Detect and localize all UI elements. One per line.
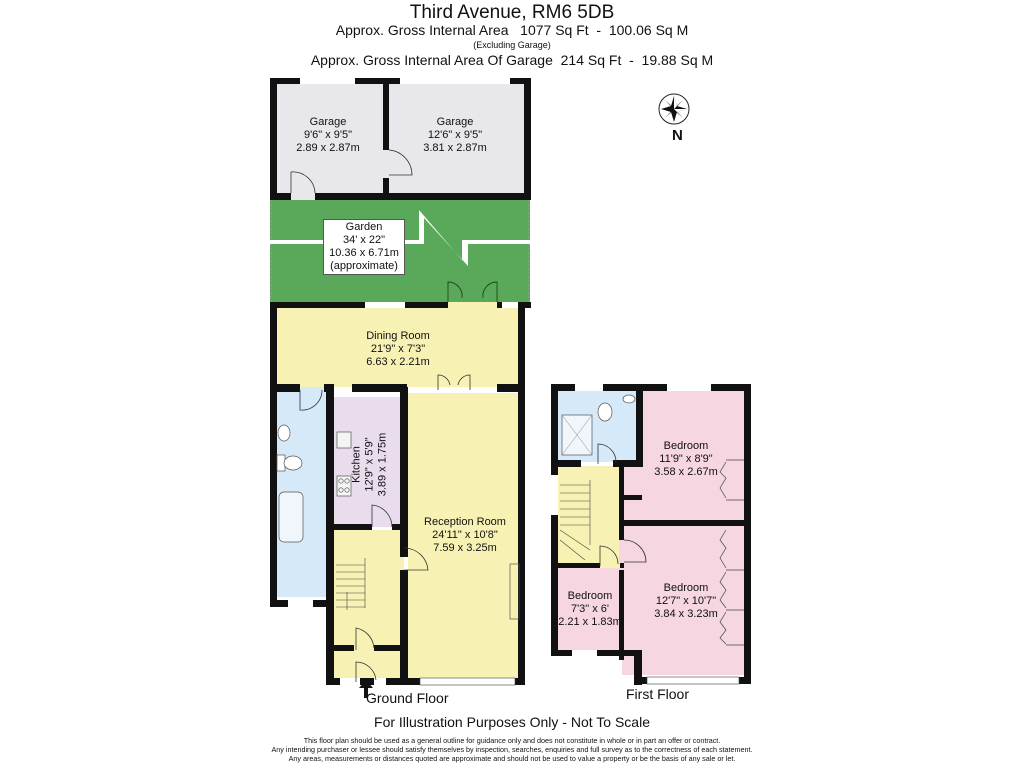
room-metric: 3.89 x 1.75m xyxy=(376,432,389,497)
ground-floor-rooms xyxy=(270,302,531,698)
room-label-bedroom-1: Bedroom 11'9" x 8'9" 3.58 x 2.67m xyxy=(646,440,726,479)
disclaimer-line-2: Any intending purchaser or lessee should… xyxy=(271,745,753,754)
room-metric: 3.84 x 3.23m xyxy=(654,608,718,620)
room-imperial: 21'9" x 7'3" xyxy=(370,343,426,355)
room-imperial: 11'9" x 8'9" xyxy=(659,453,713,465)
room-imperial: 12'9" x 5'9" xyxy=(363,437,376,492)
room-metric: 2.89 x 2.87m xyxy=(296,142,360,154)
entrance-arrow-icon xyxy=(359,680,373,698)
first-floor-rooms xyxy=(551,384,751,685)
room-name: Garage xyxy=(309,116,347,128)
room-label-garage-2: Garage 12'6" x 9'5" 3.81 x 2.87m xyxy=(405,116,505,155)
illustration-notice: For Illustration Purposes Only - Not To … xyxy=(374,714,650,730)
room-name: Dining Room xyxy=(366,330,430,342)
room-name: Bedroom xyxy=(663,440,709,452)
page-title: Third Avenue, RM6 5DB xyxy=(409,2,615,23)
room-name: Kitchen xyxy=(350,446,363,483)
room-imperial: 12'6" x 9'5" xyxy=(427,129,483,141)
room-note: (approximate) xyxy=(330,260,398,272)
room-label-bedroom-3: Bedroom 12'7" x 10'7" 3.84 x 3.23m xyxy=(646,582,726,621)
gross-internal-area: Approx. Gross Internal Area 1077 Sq Ft -… xyxy=(335,22,689,38)
room-label-bedroom-2: Bedroom 7'3" x 6' 2.21 x 1.83m xyxy=(556,590,624,629)
disclaimer-line-3: Any areas, measurements or distances quo… xyxy=(288,754,736,763)
compass-rose-icon xyxy=(658,93,690,125)
room-metric: 3.58 x 2.67m xyxy=(654,466,718,478)
room-imperial: 12'7" x 10'7" xyxy=(655,595,717,607)
room-name: Reception Room xyxy=(424,516,506,528)
room-metric: 3.81 x 2.87m xyxy=(423,142,487,154)
room-label-garage-1: Garage 9'6" x 9'5" 2.89 x 2.87m xyxy=(286,116,370,155)
ground-floor-label: Ground Floor xyxy=(366,690,449,706)
room-metric: 7.59 x 3.25m xyxy=(433,542,497,554)
room-name: Bedroom xyxy=(663,582,709,594)
garage-internal-area: Approx. Gross Internal Area Of Garage 21… xyxy=(310,52,714,68)
room-imperial: 9'6" x 9'5" xyxy=(303,129,353,141)
room-label-dining-room: Dining Room 21'9" x 7'3" 6.63 x 2.21m xyxy=(350,330,446,369)
excluding-garage-note: (Excluding Garage) xyxy=(473,40,551,50)
room-imperial: 7'3" x 6' xyxy=(570,603,610,615)
room-name: Bedroom xyxy=(567,590,613,602)
room-label-reception-room: Reception Room 24'11" x 10'8" 7.59 x 3.2… xyxy=(414,516,516,555)
room-imperial: 34' x 22" xyxy=(342,234,386,246)
garages xyxy=(270,78,531,200)
room-name: Garage xyxy=(436,116,474,128)
disclaimer-line-1: This floor plan should be used as a gene… xyxy=(303,736,721,745)
room-metric: 6.63 x 2.21m xyxy=(366,356,430,368)
room-imperial: 24'11" x 10'8" xyxy=(432,529,498,541)
room-name: Garden xyxy=(345,221,383,233)
room-label-garden: Garden 34' x 22" 10.36 x 6.71m (approxim… xyxy=(323,219,405,275)
room-metric: 10.36 x 6.71m xyxy=(329,247,399,259)
compass-north-label: N xyxy=(672,127,683,144)
room-metric: 2.21 x 1.83m xyxy=(558,616,622,628)
room-label-kitchen: Kitchen 12'9" x 5'9" 3.89 x 1.75m xyxy=(351,417,390,513)
first-floor-label: First Floor xyxy=(626,686,689,702)
